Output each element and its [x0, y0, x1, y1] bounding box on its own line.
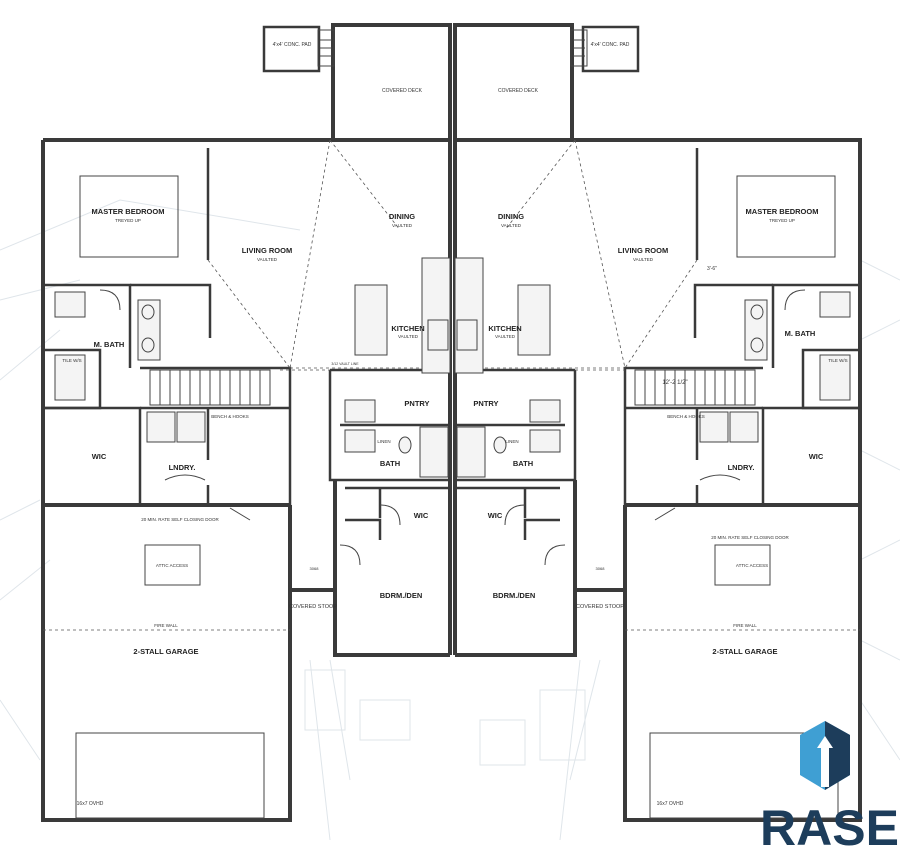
rated-door-label-right: 20 MIN. RATE SELF CLOSING DOOR: [711, 535, 789, 540]
bath-label-left: BATH: [380, 459, 400, 468]
covered-deck-label-right: COVERED DECK: [498, 88, 539, 94]
kitchen-label-right: KITCHEN: [488, 324, 521, 333]
vault-line-note: 3/12 VAULT LINE: [331, 362, 359, 366]
rated-door-label-left: 20 MIN. RATE SELF CLOSING DOOR: [141, 517, 219, 522]
master-bedroom-label-left: MASTER BEDROOM: [92, 207, 165, 216]
dining-label-right: DINING: [498, 212, 524, 221]
attic-label-left: ATTIC ACCESS: [156, 563, 188, 568]
garage-label-left: 2-STALL GARAGE: [133, 647, 198, 656]
fire-wall-label-left: FIRE WALL: [154, 623, 178, 628]
living-room-sub-right: VAULTED: [633, 257, 654, 262]
dim-b-label-right: 12'-2 1/2": [662, 380, 687, 386]
lndry-label-right: LNDRY.: [728, 463, 755, 472]
rase-logo-icon: [800, 721, 850, 790]
fire-wall-label-right: FIRE WALL: [733, 623, 757, 628]
dim-a-label-right: 3'-6": [707, 266, 717, 272]
kitchen-label-left: KITCHEN: [391, 324, 424, 333]
linen-label-left: LINEN: [377, 439, 390, 444]
covered-decks: [262, 23, 640, 142]
tile-ws-label-right: TILE W/S: [828, 358, 847, 363]
conc-pad-label-left: 4'x4' CONC. PAD: [273, 42, 312, 48]
kitchen-sub-left: VAULTED: [398, 334, 419, 339]
dim-note-right: 3068: [596, 566, 606, 571]
conc-pad-label-right: 4'x4' CONC. PAD: [591, 42, 630, 48]
bench-hooks-label-left: BENCH & HOOKS: [211, 414, 249, 419]
covered-deck-label-left: COVERED DECK: [382, 88, 423, 94]
linen-label-right: LINEN: [505, 439, 518, 444]
interior-walls-right: [454, 139, 860, 819]
dining-label-left: DINING: [389, 212, 415, 221]
garage-label-right: 2-STALL GARAGE: [712, 647, 777, 656]
wic-master-label-right: WIC: [809, 452, 824, 461]
dining-sub-right: VAULTED: [501, 223, 522, 228]
ovhd-label-left: 16x7 OVHD: [77, 801, 104, 807]
wic-bdrm-label-left: WIC: [414, 511, 429, 520]
kitchen-center: [290, 319, 625, 478]
dining-sub-left: VAULTED: [392, 223, 413, 228]
labels-left-unit: 4'x4' CONC. PAD COVERED DECK MASTER BEDR…: [62, 42, 429, 807]
bdrm-den-label-left: BDRM./DEN: [380, 591, 423, 600]
tile-ws-label-left: TILE W/S: [62, 358, 81, 363]
living-room-sub-left: VAULTED: [257, 257, 278, 262]
lndry-label-left: LNDRY.: [169, 463, 196, 472]
living-room-label-left: LIVING ROOM: [242, 246, 292, 255]
wic-master-label-left: WIC: [92, 452, 107, 461]
bdrm-den-label-right: BDRM./DEN: [493, 591, 536, 600]
pntry-label-right: PNTRY: [473, 399, 498, 408]
ovhd-label-right: 16x7 OVHD: [657, 801, 684, 807]
living-room-label-right: LIVING ROOM: [618, 246, 668, 255]
background-site-plan: [0, 199, 900, 841]
labels-right-unit: 4'x4' CONC. PAD COVERED DECK MASTER BEDR…: [473, 42, 847, 807]
interior-walls-left: [43, 139, 451, 819]
pntry-label-left: PNTRY: [404, 399, 429, 408]
bench-hooks-label-right: BENCH & HOOKS: [667, 414, 705, 419]
covered-stoop-label-left: COVERED STOOP: [289, 604, 337, 610]
master-bedroom-label-right: MASTER BEDROOM: [746, 207, 819, 216]
wic-bdrm-label-right: WIC: [488, 511, 503, 520]
m-bath-label-right: M. BATH: [785, 329, 816, 338]
kitchen-sub-right: VAULTED: [495, 334, 516, 339]
master-bedroom-sub-left: TREYED UP: [115, 218, 141, 223]
logo-text: RASE: [760, 800, 899, 856]
master-bedroom-sub-right: TREYED UP: [769, 218, 795, 223]
attic-label-right: ATTIC ACCESS: [736, 563, 768, 568]
dim-note-left: 3068: [310, 566, 320, 571]
m-bath-label-left: M. BATH: [94, 340, 125, 349]
covered-stoop-label-right: COVERED STOOP: [576, 604, 624, 610]
bath-label-right: BATH: [513, 459, 533, 468]
